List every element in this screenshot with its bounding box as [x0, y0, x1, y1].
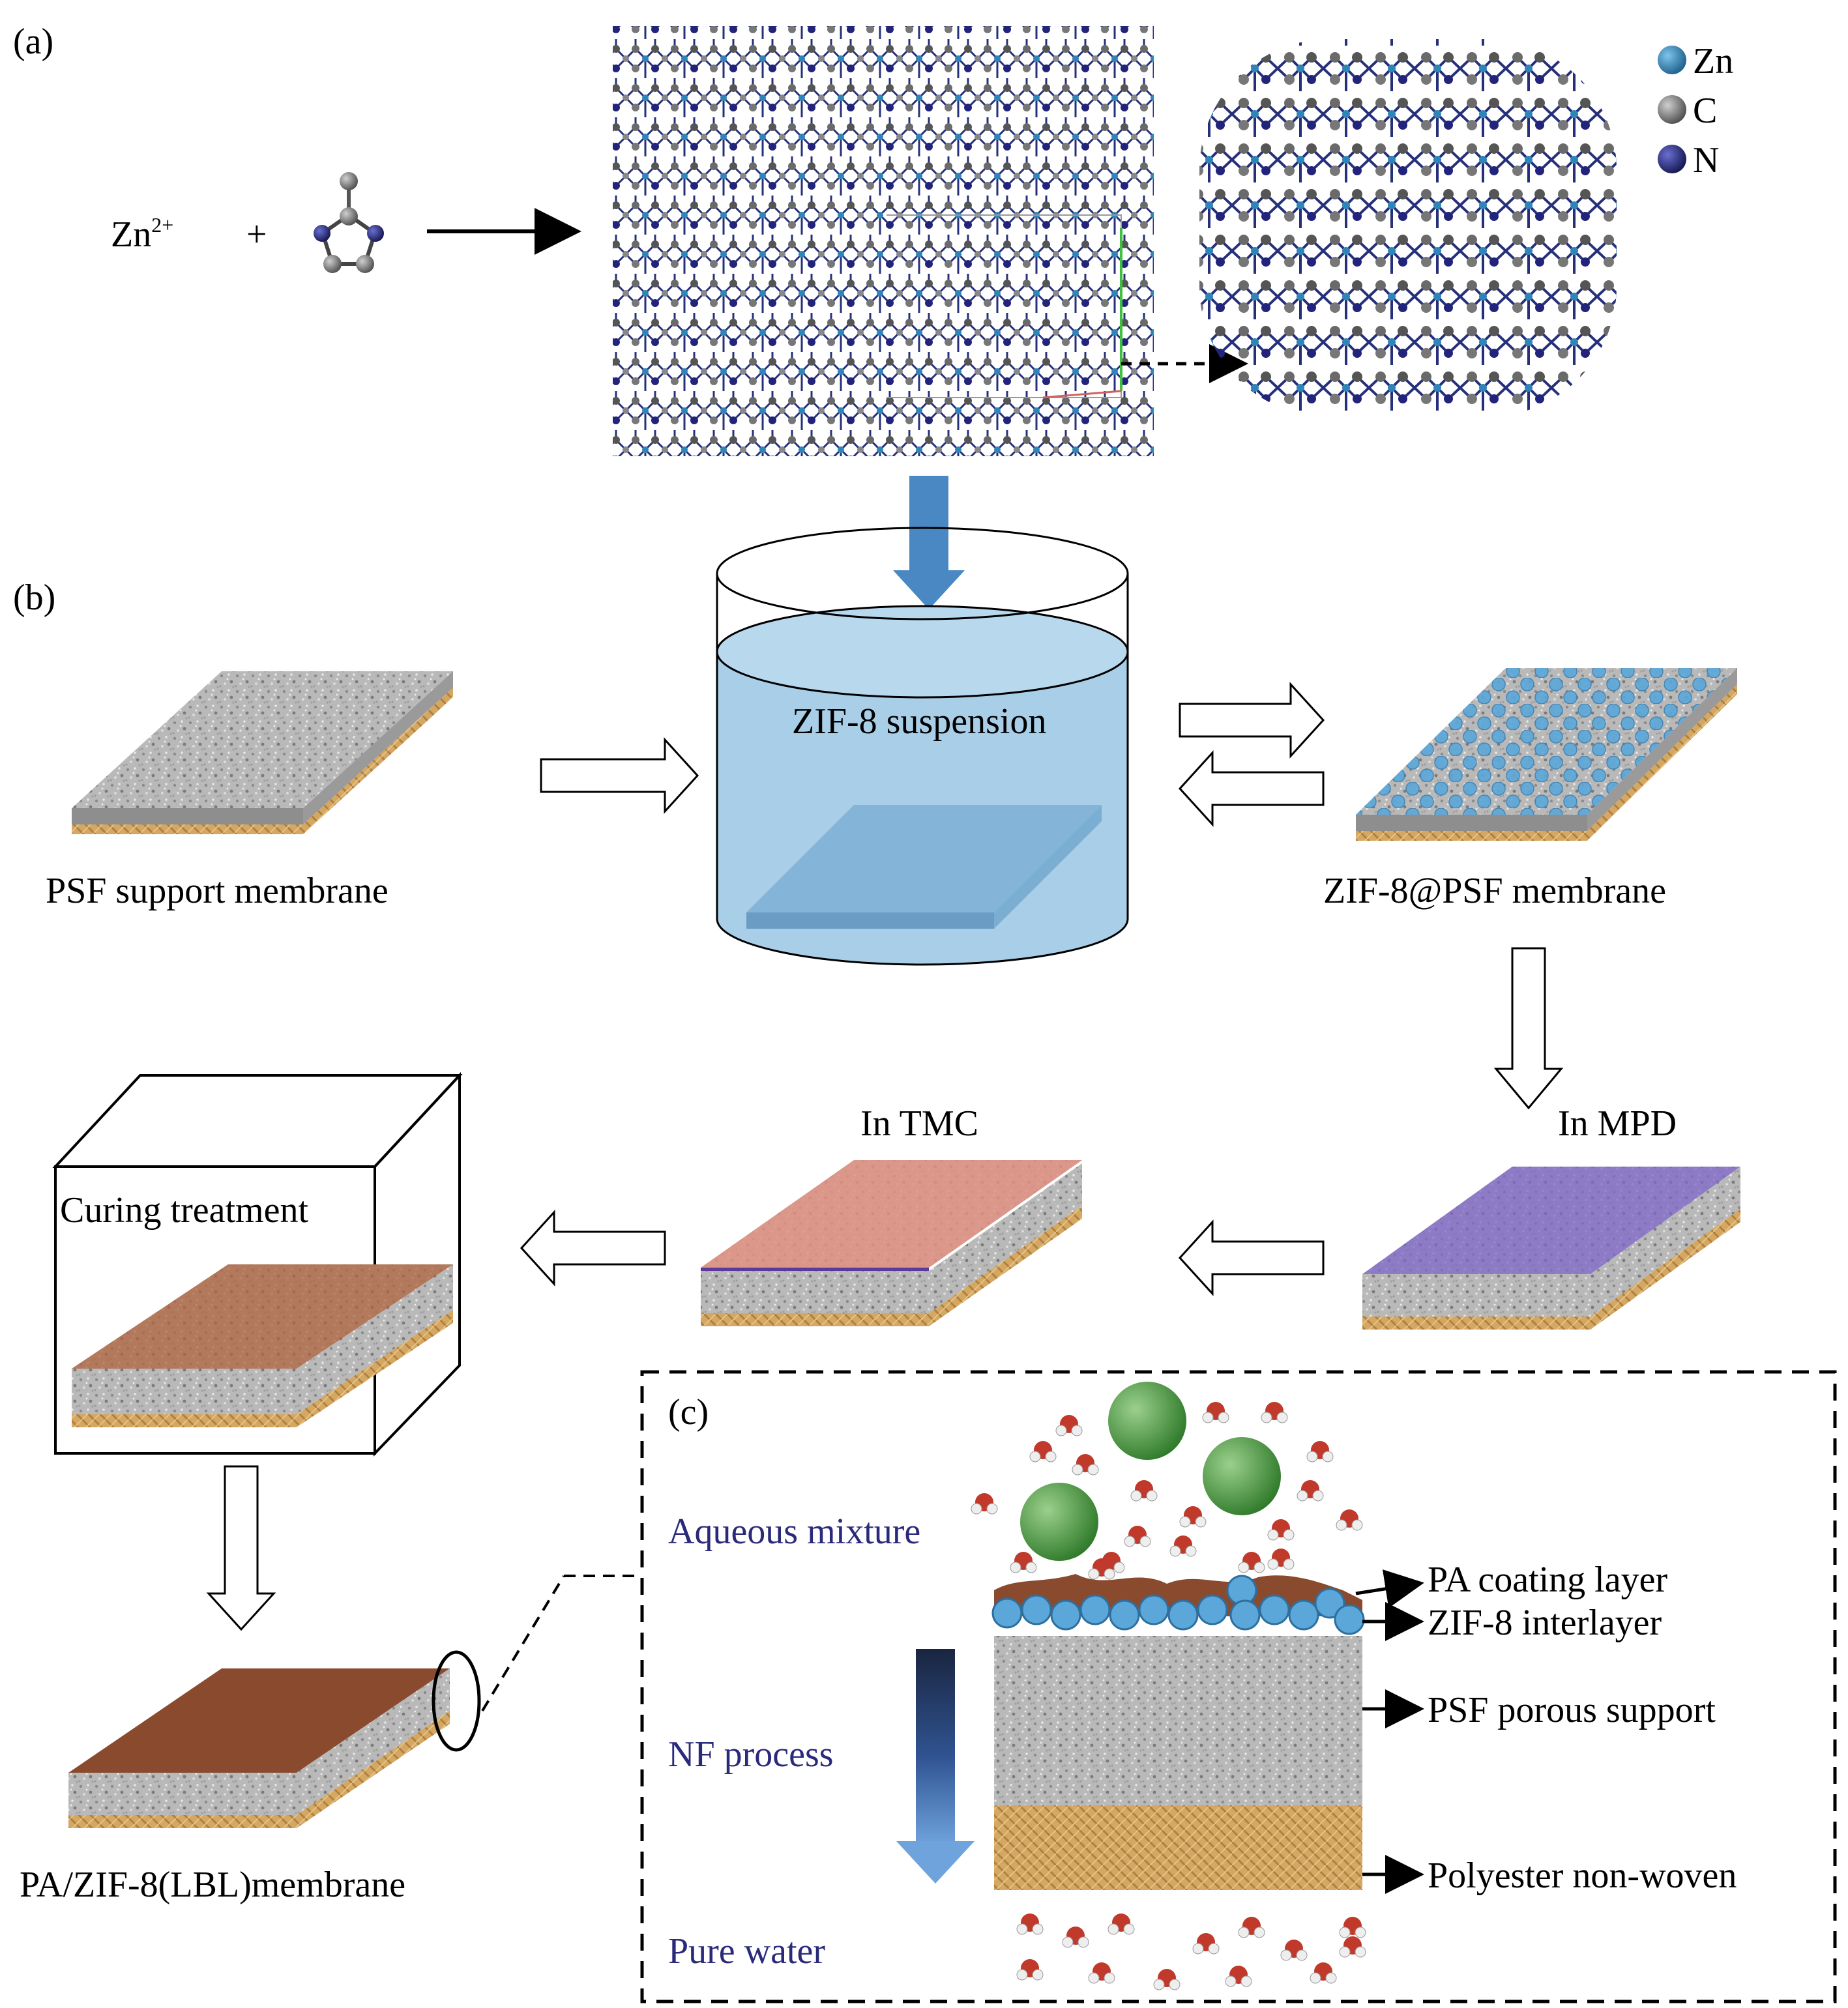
pa-layer-label: PA coating layer — [1428, 1560, 1667, 1600]
curing-label: Curing treatment — [60, 1190, 308, 1230]
legend-c-icon — [1658, 95, 1686, 124]
curing-oven-box — [52, 1071, 463, 1457]
psf-support-layer-label: PSF porous support — [1428, 1690, 1716, 1730]
psf-support-label: PSF support membrane — [46, 871, 389, 911]
in-mpd-label: In MPD — [1558, 1103, 1677, 1144]
zif8-unit-cell — [1199, 39, 1617, 417]
zoom-circle — [432, 1650, 481, 1752]
legend-n-label: N — [1693, 140, 1719, 181]
pa-callout-arrow — [1355, 1569, 1424, 1608]
final-lbl-membrane — [68, 1650, 481, 1828]
zif8-interlayer — [991, 1575, 1365, 1635]
final-membrane-label: PA/ZIF-8(LBL)membrane — [20, 1865, 405, 1905]
psf-support-membrane — [72, 671, 453, 834]
layer-callouts: PA coating layer ZIF-8 interlayer PSF po… — [1355, 1560, 1737, 1896]
membrane-cross-section — [991, 1574, 1365, 1890]
legend-zn-icon — [1658, 46, 1686, 74]
mpd-membrane — [1362, 1167, 1740, 1330]
suspension-beaker — [716, 527, 1129, 966]
zif8-psf-label: ZIF-8@PSF membrane — [1323, 871, 1666, 911]
pure-water-label: Pure water — [668, 1931, 825, 1972]
element-legend: Zn C N — [1658, 41, 1733, 181]
nf-process-label: NF process — [668, 1734, 834, 1775]
panel-a-label: (a) — [13, 22, 53, 62]
legend-zn-label: Zn — [1693, 41, 1733, 81]
zif8-psf-membrane — [1356, 668, 1737, 841]
arrow-to-tmc — [1178, 1219, 1325, 1296]
imidazole-molecule — [314, 172, 384, 273]
zif-interlayer-label: ZIF-8 interlayer — [1428, 1603, 1662, 1643]
arrow-back-to-suspension — [1178, 750, 1325, 827]
nf-down-arrow — [896, 1649, 975, 1884]
legend-n-icon — [1658, 145, 1686, 173]
panel-c-label: (c) — [668, 1392, 709, 1433]
tmc-membrane — [701, 1160, 1082, 1326]
water-molecules-feed — [971, 1402, 1363, 1580]
psf-layer — [994, 1636, 1362, 1805]
zif-suspension-label: ZIF-8 suspension — [792, 701, 1046, 742]
arrow-to-curing — [520, 1210, 666, 1287]
water-molecules-permeate — [1016, 1913, 1366, 1990]
arrow-to-final — [206, 1465, 276, 1631]
in-tmc-label: In TMC — [860, 1103, 978, 1144]
zif8-crystal-structure — [613, 26, 1154, 456]
panel-c-box — [640, 1370, 1837, 2003]
aqueous-label: Aqueous mixture — [668, 1511, 920, 1552]
zoom-connector — [481, 1575, 565, 1712]
polyester-layer-label: Polyester non-woven — [1428, 1855, 1737, 1896]
panel-b-label: (b) — [13, 577, 55, 618]
zn-ion-label: Zn2+ — [111, 213, 173, 255]
arrow-to-mpd — [1493, 947, 1564, 1110]
arrow-to-suspension — [540, 737, 699, 814]
solute-spheres — [1020, 1382, 1281, 1561]
legend-c-label: C — [1693, 91, 1717, 131]
arrow-forward-to-zifpsf — [1179, 682, 1325, 759]
blue-down-arrow — [893, 476, 965, 609]
plus-sign: + — [246, 214, 267, 255]
